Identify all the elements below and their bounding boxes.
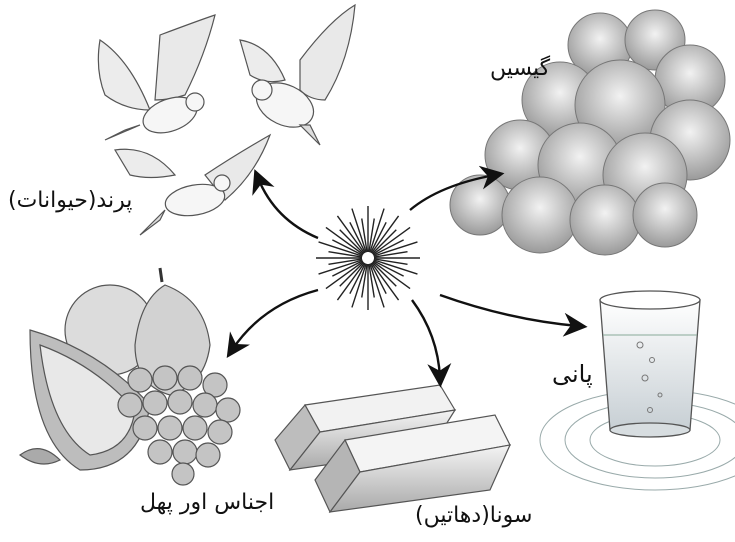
label-gold: سونا(دھاتیں) xyxy=(415,505,532,527)
gold-bars-illustration xyxy=(275,385,510,512)
arrow-to-gold xyxy=(412,300,440,378)
grape-bunch xyxy=(118,366,240,485)
label-water: پانی xyxy=(552,362,593,386)
clouds-illustration xyxy=(450,10,730,255)
fruits-illustration xyxy=(20,268,240,485)
label-food: اجناس اور پھل xyxy=(140,492,274,514)
birds-illustration xyxy=(98,5,355,235)
water-glass-illustration xyxy=(540,291,735,490)
label-gases: گیسیں xyxy=(490,58,550,80)
arrow-to-birds xyxy=(258,178,318,238)
bird-top-left xyxy=(98,15,215,140)
bird-top-right xyxy=(240,5,355,145)
arrow-to-water xyxy=(440,295,578,326)
arrow-to-food xyxy=(232,290,318,350)
sun-burst-icon xyxy=(316,206,420,310)
bird-bottom xyxy=(115,135,270,235)
label-birds: پرند(حیوانات) xyxy=(8,190,132,212)
